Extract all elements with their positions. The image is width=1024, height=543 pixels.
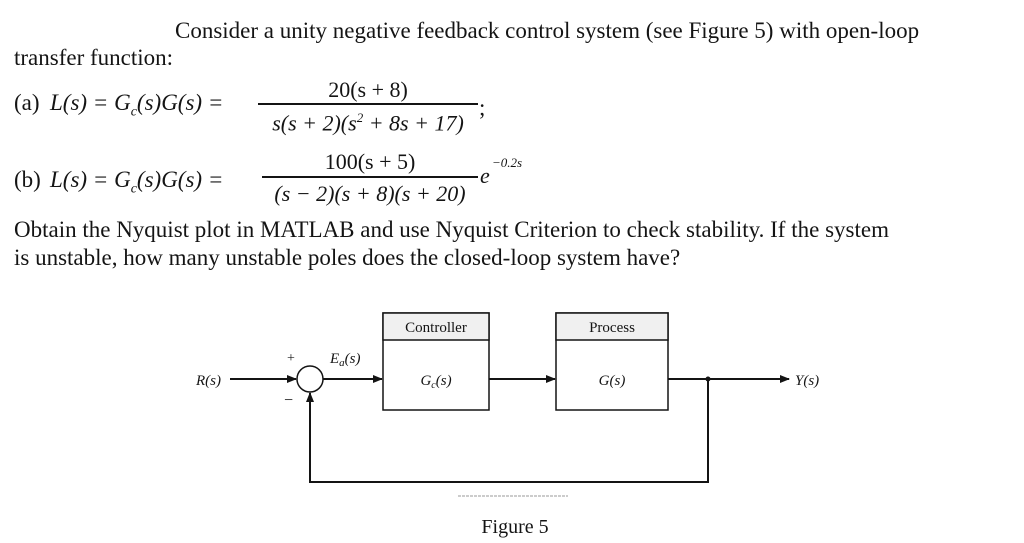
part-b-exp-power: −0.2s bbox=[492, 155, 523, 170]
part-b-numerator: 100(s + 5) bbox=[324, 149, 416, 174]
plus-sign: + bbox=[287, 351, 295, 366]
part-a-numerator: 20(s + 8) bbox=[328, 77, 408, 102]
part-a-denominator: s(s + 2)(s2 + 8s + 17) bbox=[272, 110, 464, 136]
part-a-lhs: L(s) = Gc(s)G(s) = bbox=[50, 90, 224, 120]
part-b-fraction-bar bbox=[262, 176, 478, 178]
part-b-exp-base: e bbox=[480, 163, 490, 188]
part-a-terminator: ; bbox=[479, 95, 486, 120]
controller-title: Controller bbox=[405, 320, 467, 336]
controller-tf: Gc(s) bbox=[420, 373, 451, 391]
process-block: Process G(s) bbox=[555, 312, 669, 411]
intro-line-2: transfer function: bbox=[14, 45, 174, 70]
controller-block: Controller Gc(s) bbox=[382, 312, 490, 411]
feedback-path bbox=[306, 379, 709, 483]
question-line-1: Obtain the Nyquist plot in MATLAB and us… bbox=[14, 217, 889, 242]
part-b-denominator: (s − 2)(s + 8)(s + 20) bbox=[274, 181, 466, 206]
error-label: Ea(s) bbox=[329, 351, 361, 369]
question-line-2: is unstable, how many unstable poles doe… bbox=[14, 245, 681, 270]
summing-junction bbox=[296, 365, 324, 393]
part-b-lhs: L(s) = Gc(s)G(s) = bbox=[50, 167, 224, 197]
part-a-fraction-bar bbox=[258, 103, 478, 105]
part-a-label: (a) bbox=[14, 90, 40, 115]
input-label: R(s) bbox=[195, 373, 221, 389]
process-title: Process bbox=[589, 320, 635, 336]
intro-line-1: Consider a unity negative feedback contr… bbox=[175, 18, 920, 43]
output-label: Y(s) bbox=[795, 373, 819, 389]
process-tf: G(s) bbox=[599, 373, 626, 389]
part-b-label: (b) bbox=[14, 167, 41, 192]
figure-caption: Figure 5 bbox=[481, 516, 548, 538]
minus-sign: − bbox=[284, 392, 293, 409]
